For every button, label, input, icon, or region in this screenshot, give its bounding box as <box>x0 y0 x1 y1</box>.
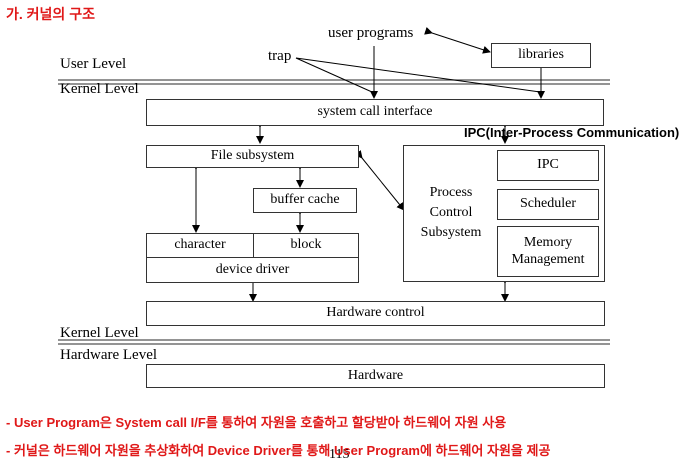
hardware-level-label: Hardware Level <box>60 347 158 363</box>
section-title: 가. 커널의 구조 <box>6 6 95 22</box>
trap-label: trap <box>268 48 292 64</box>
libraries-box: libraries <box>491 43 591 68</box>
ipc-annotation: IPC(Inter-Process Communication) <box>464 125 680 140</box>
hardware-control-box: Hardware control <box>146 301 605 326</box>
process-control-subsystem-label: Process Control Subsystem <box>420 185 482 240</box>
kernel-level-label-bottom: Kernel Level <box>60 325 139 341</box>
note-line-2: - 커널은 하드웨어 자원을 추상화하여 Device Driver를 통해 U… <box>6 443 551 458</box>
kernel-level-label-top: Kernel Level <box>60 81 139 97</box>
hardware-box: Hardware <box>146 364 605 388</box>
trap-line-1 <box>295 57 373 93</box>
trap-line-2 <box>295 57 541 93</box>
system-call-interface-box: system call interface <box>146 99 604 126</box>
ipc-box: IPC <box>497 150 599 181</box>
character-box: character <box>146 233 254 258</box>
file-process-arrow <box>354 150 405 211</box>
buffer-cache-box: buffer cache <box>253 188 357 213</box>
process-control-container: Process Control Subsystem IPC Scheduler … <box>403 145 605 282</box>
memory-management-box: Memory Management <box>497 226 599 277</box>
file-subsystem-box: File subsystem <box>146 145 359 168</box>
block-box: block <box>253 233 359 258</box>
page-number: 115 <box>329 447 350 462</box>
note-line-1: - User Program은 System call I/F를 통하여 자원을… <box>6 415 507 430</box>
scheduler-box: Scheduler <box>497 189 599 220</box>
user-level-label: User Level <box>60 56 127 72</box>
user-programs-label: user programs <box>328 25 414 41</box>
userprog-libraries-arrow <box>424 27 491 54</box>
device-driver-box: device driver <box>146 257 359 283</box>
